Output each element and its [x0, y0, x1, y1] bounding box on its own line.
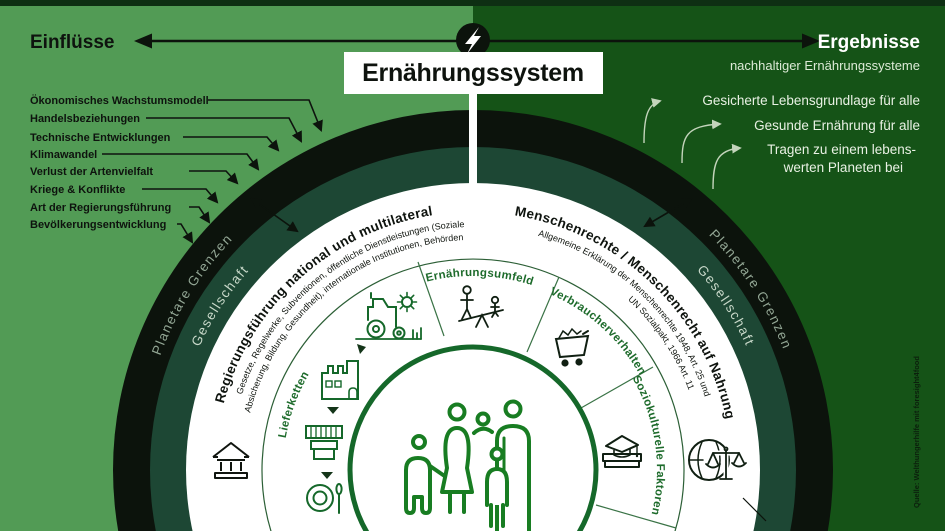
influences-list: Ökonomisches Wachstumsmodell Handelsbezi… [30, 94, 323, 244]
wedge-separators [417, 261, 677, 529]
influence-label: Verlust der Artenvielfalt [30, 166, 153, 178]
influence-label: Bevölkerungsentwicklung [30, 219, 166, 231]
influence-label: Art der Regierungsführung [30, 202, 171, 214]
influence-label: Klimawandel [30, 149, 97, 161]
arrow-left-icon [134, 33, 152, 49]
title-connector-line [469, 92, 477, 188]
plate-spoon-icon [306, 483, 343, 514]
influence-label: Ökonomisches Wachstumsmodell [30, 94, 209, 107]
chain-arrow-icons [321, 344, 366, 479]
outcome-label: Gesunde Ernährung für alle [754, 118, 920, 133]
outcome-label: Tragen zu einem lebens- [767, 142, 916, 157]
arrow-right-icon [802, 33, 820, 49]
header: Einflüsse Ergebnisse nachhaltiger Ernähr… [30, 23, 920, 94]
influences-heading: Einflüsse [30, 32, 114, 53]
lightning-bolt-icon [465, 27, 481, 54]
shopping-cart-icon [554, 327, 590, 367]
seesaw-icon [458, 285, 504, 328]
government-building-icon [212, 442, 250, 479]
top-strip [0, 0, 945, 6]
market-stall-icon [305, 425, 343, 460]
outcome-label: Gesicherte Lebensgrundlage für alle [702, 93, 920, 108]
factory-icon [321, 360, 359, 400]
graduation-book-icon [602, 435, 642, 468]
tractor-icon [355, 291, 422, 340]
influence-label: Technische Entwicklungen [30, 132, 171, 144]
source-credit: Quelle: Welthungerhilfe mit foresight4fo… [912, 356, 921, 508]
influence-connectors [102, 99, 323, 244]
ring-exchange-arrows [250, 197, 693, 233]
system-title-box [344, 52, 603, 94]
outcome-label: werten Planeten bei [783, 160, 903, 175]
results-subheading: nachhaltiger Ernährungssysteme [730, 58, 920, 73]
family-icon [404, 399, 531, 531]
globe-justice-icon [688, 439, 747, 482]
inner-ring-arc [261, 258, 685, 531]
outcome-connectors [643, 98, 742, 190]
system-title: Ernährungssystem [362, 59, 584, 87]
white-ring-separator [742, 497, 767, 522]
influence-label: Kriege & Konflikte [30, 184, 125, 196]
influence-label: Handelsbeziehungen [30, 113, 140, 125]
outcomes-list: Gesicherte Lebensgrundlage für alle Gesu… [643, 93, 920, 190]
results-heading: Ergebnisse [818, 32, 920, 53]
